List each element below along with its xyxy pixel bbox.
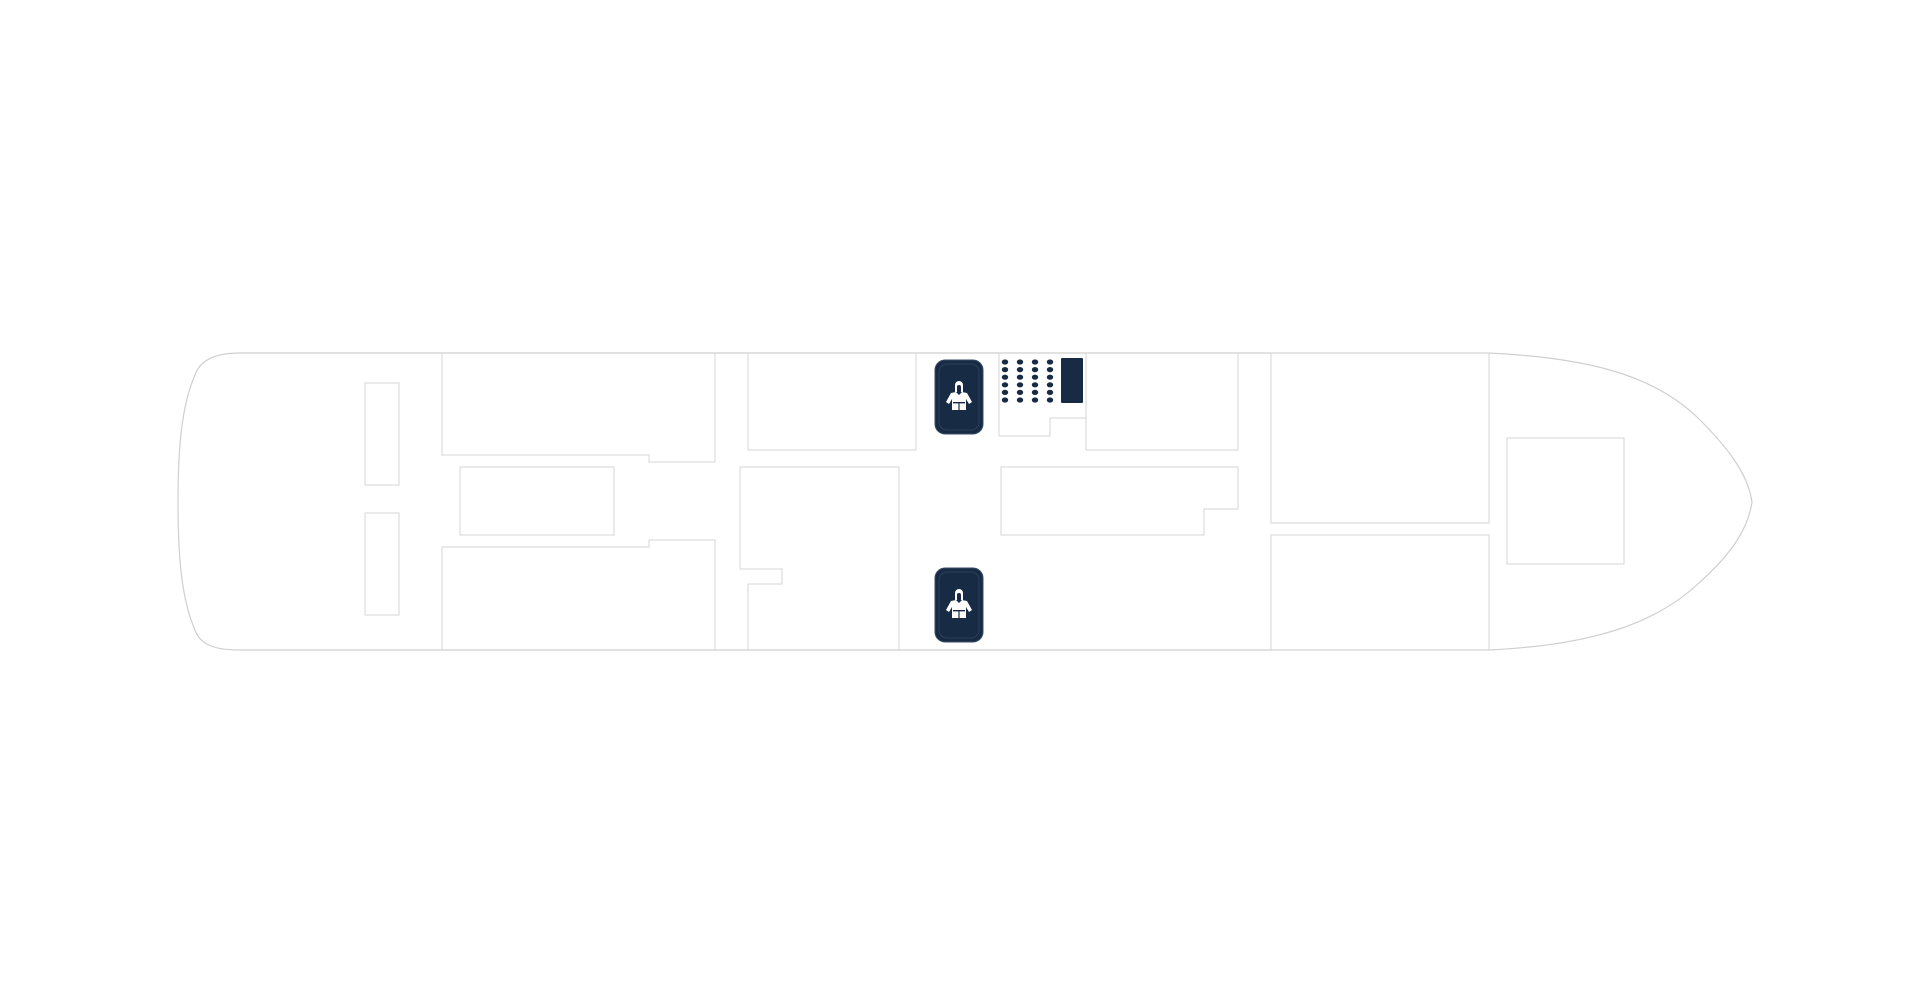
seat-icon <box>1046 389 1054 395</box>
room-b-top <box>747 353 917 451</box>
seat-icon <box>1046 367 1054 373</box>
seat-icon <box>1031 359 1039 365</box>
room-c-top <box>1085 353 1239 451</box>
seat-icon <box>1031 367 1039 373</box>
seat-icon <box>1046 374 1054 380</box>
seat-icon <box>1046 359 1054 365</box>
aft-cabin-lower <box>364 512 400 616</box>
seat-icon <box>1016 359 1024 365</box>
room-b-bottom <box>739 466 900 650</box>
seat-icon <box>1031 374 1039 380</box>
seat-icon <box>1001 397 1009 403</box>
seat-icon <box>1016 389 1024 395</box>
seating-area-outline <box>998 353 1086 437</box>
seat-icon <box>1031 382 1039 388</box>
room-c-middle <box>1000 466 1239 536</box>
seat-icon <box>1001 374 1009 380</box>
aft-cabin-upper <box>364 382 400 486</box>
lifejacket-icon <box>946 381 972 410</box>
room-a-middle <box>459 466 615 536</box>
seat-icon <box>1031 389 1039 395</box>
seat-icon <box>1016 382 1024 388</box>
lifejacket-icon <box>946 589 972 618</box>
seat-icon <box>1031 397 1039 403</box>
screen-icon <box>1061 358 1083 403</box>
seating-group <box>1001 359 1054 403</box>
seat-icon <box>1001 359 1009 365</box>
hull-outline <box>177 352 1753 651</box>
lifejacket-marker-bottom[interactable] <box>934 567 984 643</box>
room-d-top <box>1270 352 1490 524</box>
seat-icon <box>1046 382 1054 388</box>
seat-icon <box>1001 382 1009 388</box>
lifejacket-marker-top[interactable] <box>934 359 984 435</box>
seat-icon <box>1046 397 1054 403</box>
bow-room <box>1506 437 1625 565</box>
room-a-bottom <box>441 539 716 650</box>
room-a-top <box>441 353 716 463</box>
seat-icon <box>1016 397 1024 403</box>
seat-icon <box>1016 367 1024 373</box>
room-d-bottom <box>1270 534 1490 651</box>
seat-icon <box>1001 389 1009 395</box>
seat-icon <box>1001 367 1009 373</box>
seat-icon <box>1016 374 1024 380</box>
